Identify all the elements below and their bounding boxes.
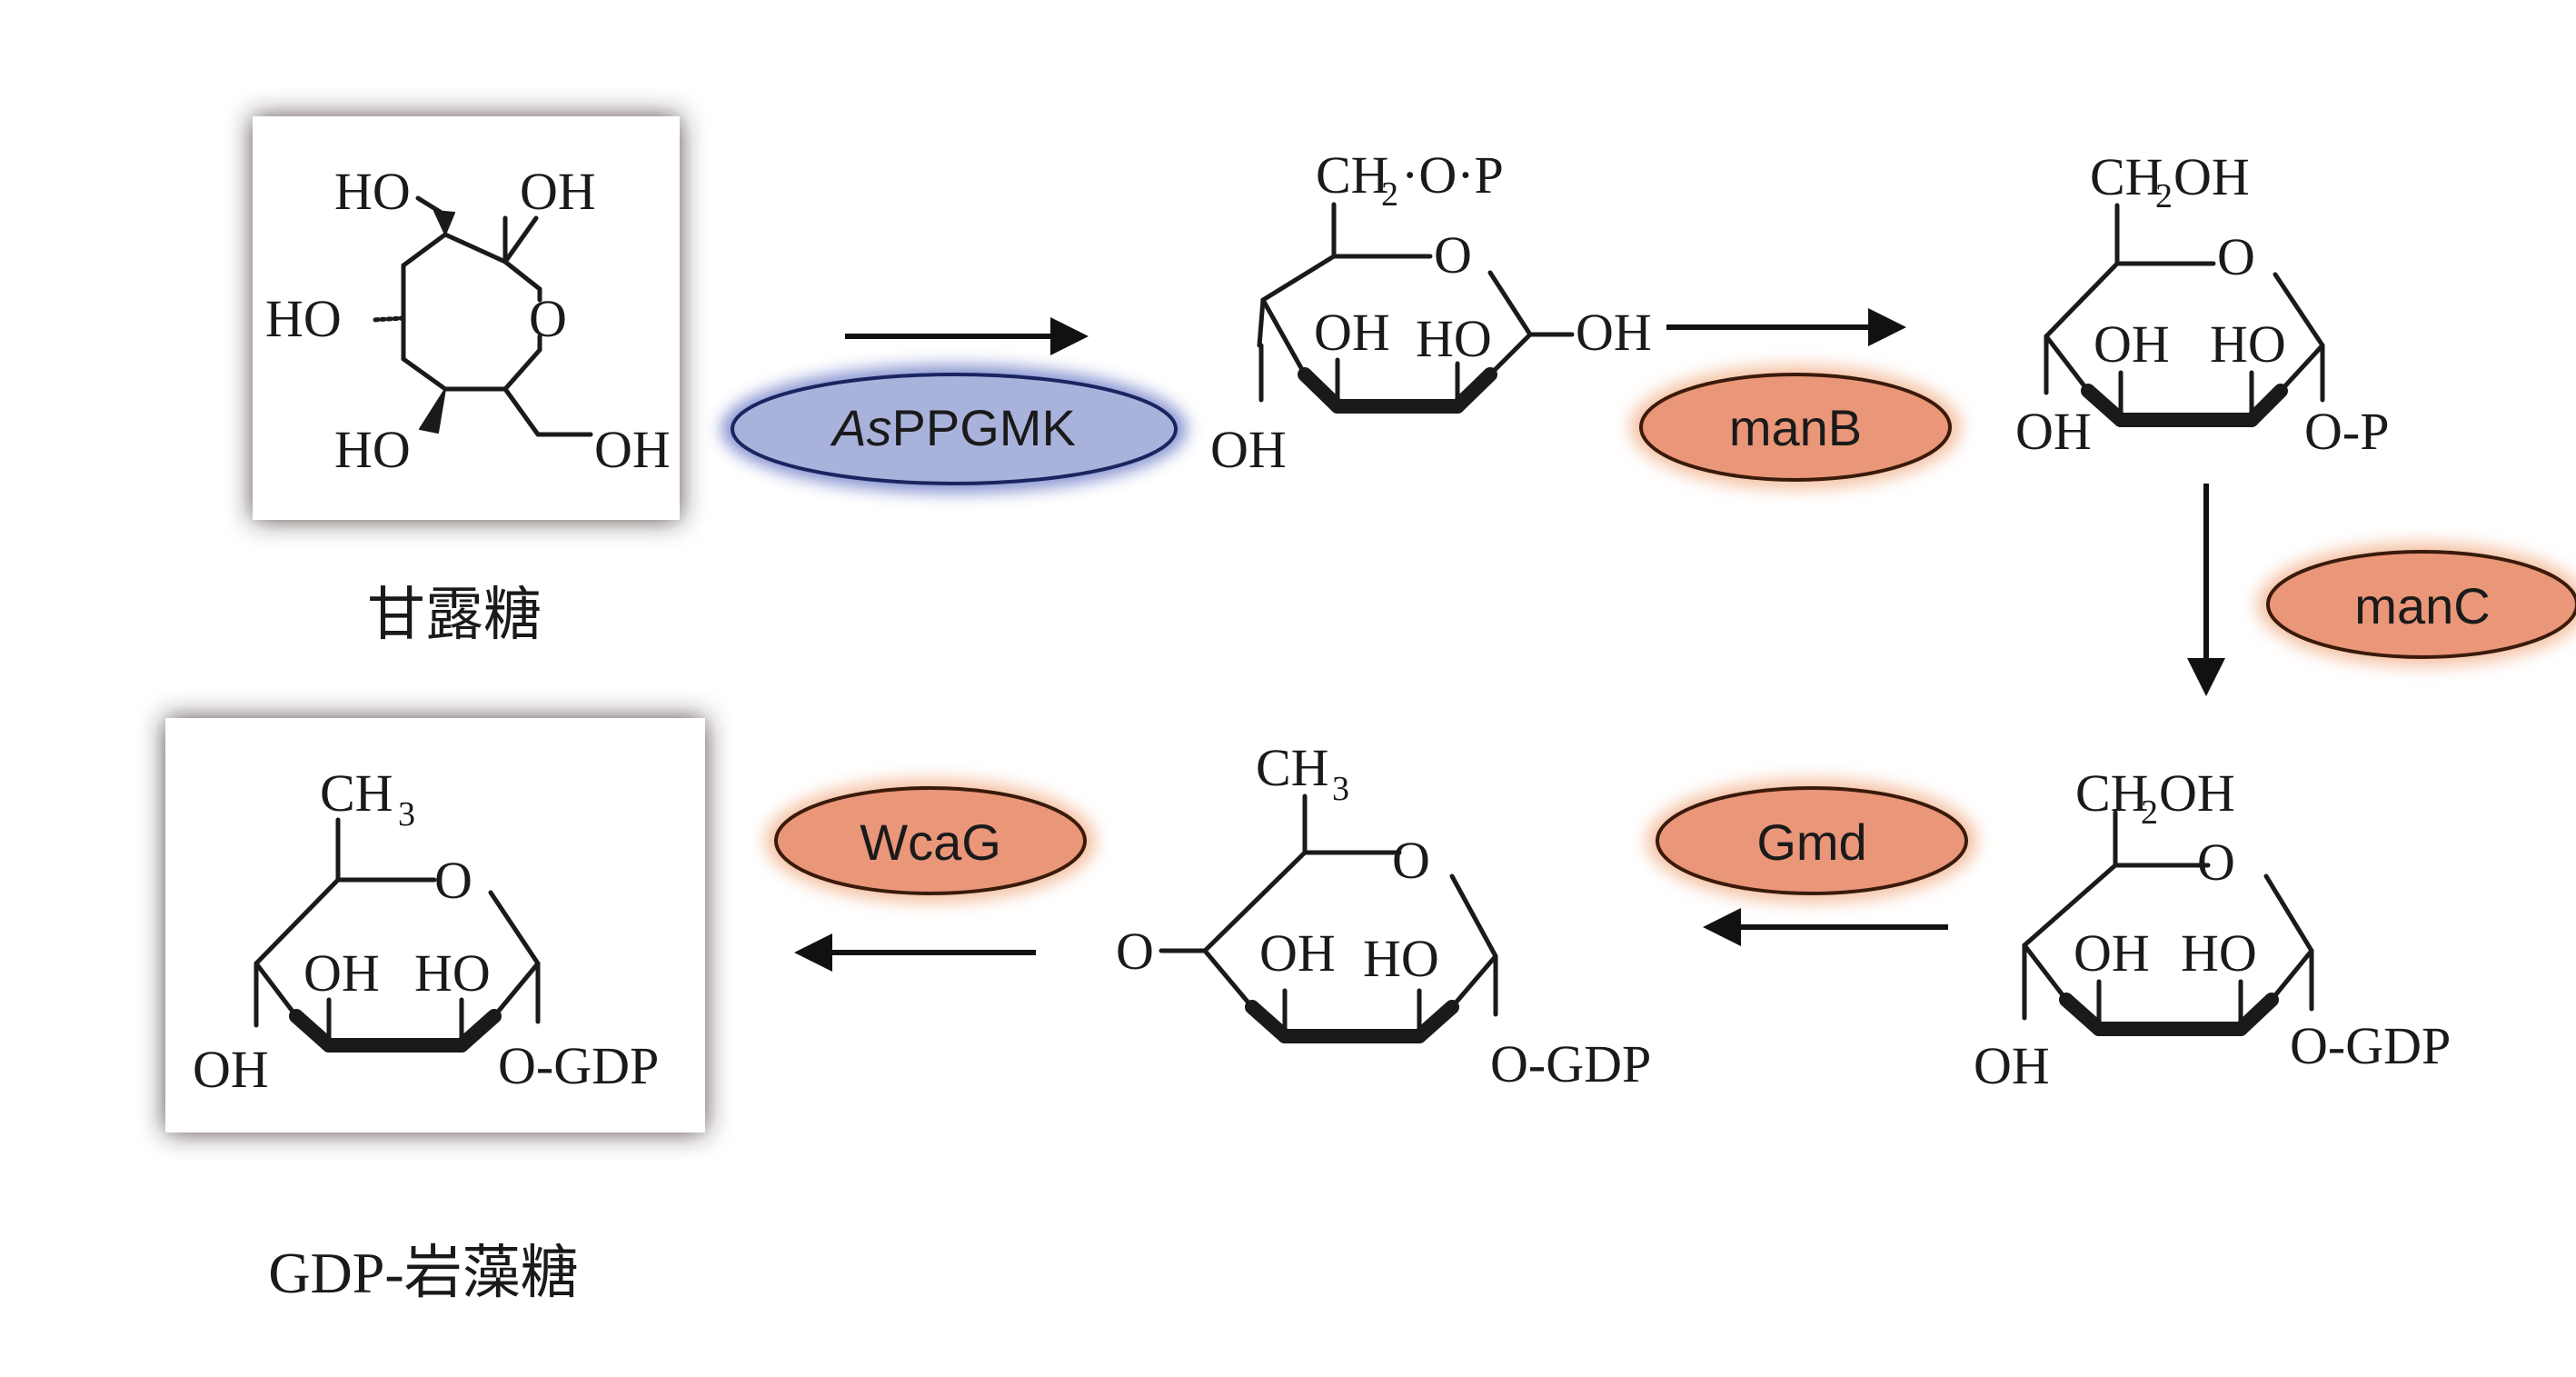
m1p-o-p: O-P [2304,402,2389,461]
gdpman-ch2: CH [2075,763,2149,823]
m1p-ring-o: O [2217,227,2255,286]
m1p-oh-6: OH [2173,147,2250,206]
enzyme-wcag: WcaG [765,779,1096,903]
enzyme-manc: manC [2257,543,2576,666]
enzyme-label: manB [1729,399,1862,456]
fucose-ch3: CH [320,763,393,823]
keto-oxo: O [1116,922,1154,981]
mannose-oh-bottom: OH [594,420,671,479]
fucose-o-gdp: O-GDP [498,1036,659,1095]
enzyme-asppgmk: AsPPGMK [721,365,1187,493]
gdpman-oh-6: OH [2159,763,2235,823]
fucose-oh-3: OH [303,943,380,1003]
gdp-keto-deoxymannose-structure: CH 3 O O OH HO O-GDP [1116,738,1651,1093]
enzyme-ellipse [1656,786,1968,895]
gdpman-oh-3: OH [2074,923,2150,983]
m6p-oh-1: OH [1576,303,1652,362]
mannose-6-phosphate-structure: CH 2 ·O·P O OH HO OH OH [1210,145,1652,479]
m1p-oh-3: OH [2094,314,2170,374]
keto-ring-o: O [1392,831,1430,890]
m1p-ho-2: HO [2210,314,2286,374]
fucose-oh-4: OH [193,1040,269,1099]
fucose-box [165,718,705,1133]
wedge [419,388,446,434]
gdpman-o-gdp: O-GDP [2290,1016,2451,1075]
enzyme-ellipse [1639,373,1952,482]
hashed-bond [370,315,406,323]
mannose-ring [370,195,593,437]
enzyme-manb: manB [1630,365,1961,489]
mannose-caption: 甘露糖 [367,583,542,647]
fucose-ring-o: O [434,851,472,910]
keto-ho-2: HO [1363,929,1439,988]
keto-sub3: 3 [1332,770,1349,808]
m6p-sub2: 2 [1381,175,1398,214]
mannose-ring-o: O [529,289,567,348]
mannose-structure: HO OH HO O HO OH [253,116,680,520]
gdp-fucose-structure: CH 3 O OH HO OH O-GDP [165,718,705,1133]
m6p-ho-2: HO [1416,309,1492,368]
m1p-ch2: CH [2090,147,2163,206]
enzyme-ellipse [731,373,1178,485]
m6p-oh-3: OH [1314,303,1390,362]
gdpman-oh-4: OH [1974,1036,2050,1095]
keto-o-gdp: O-GDP [1490,1034,1651,1093]
keto-ch3: CH [1256,738,1329,797]
mannose-oh-top: OH [520,162,596,221]
m6p-ring-o: O [1434,225,1472,284]
m6p-o-p: ·O·P [1401,145,1504,205]
fucose-sub3: 3 [398,795,415,833]
enzyme-label: WcaG [860,813,1001,871]
enzyme-ellipse [2266,550,2576,659]
m6p-ch2: CH [1316,145,1389,205]
gdpman-ring-o: O [2197,833,2235,892]
enzyme-label: Gmd [1756,813,1866,871]
wedge [433,210,455,235]
enzyme-label: AsPPGMK [830,399,1076,456]
mannose-1-phosphate-structure: CH 2 OH O OH HO OH O-P [2015,147,2389,461]
mannose-ho-mid: HO [265,289,342,348]
enzyme-label: manC [2354,577,2490,634]
m6p-oh-4: OH [1210,420,1287,479]
m1p-oh-4: OH [2015,402,2092,461]
gdp-mannose-structure: CH 2 OH O OH HO OH O-GDP [1974,763,2451,1095]
keto-oh-3: OH [1259,923,1336,983]
mannose-ho-bottom: HO [334,420,411,479]
enzyme-ellipse [774,786,1087,895]
fucose-ho-2: HO [414,943,491,1003]
enzyme-gmd: Gmd [1646,779,1977,903]
gdpman-ho-2: HO [2181,923,2257,983]
mannose-box [253,116,680,520]
gdpman-sub2: 2 [2141,793,2158,832]
m1p-sub2: 2 [2155,177,2173,215]
mannose-ho-top: HO [334,162,411,221]
fucose-caption: GDP-岩藻糖 [268,1241,578,1305]
